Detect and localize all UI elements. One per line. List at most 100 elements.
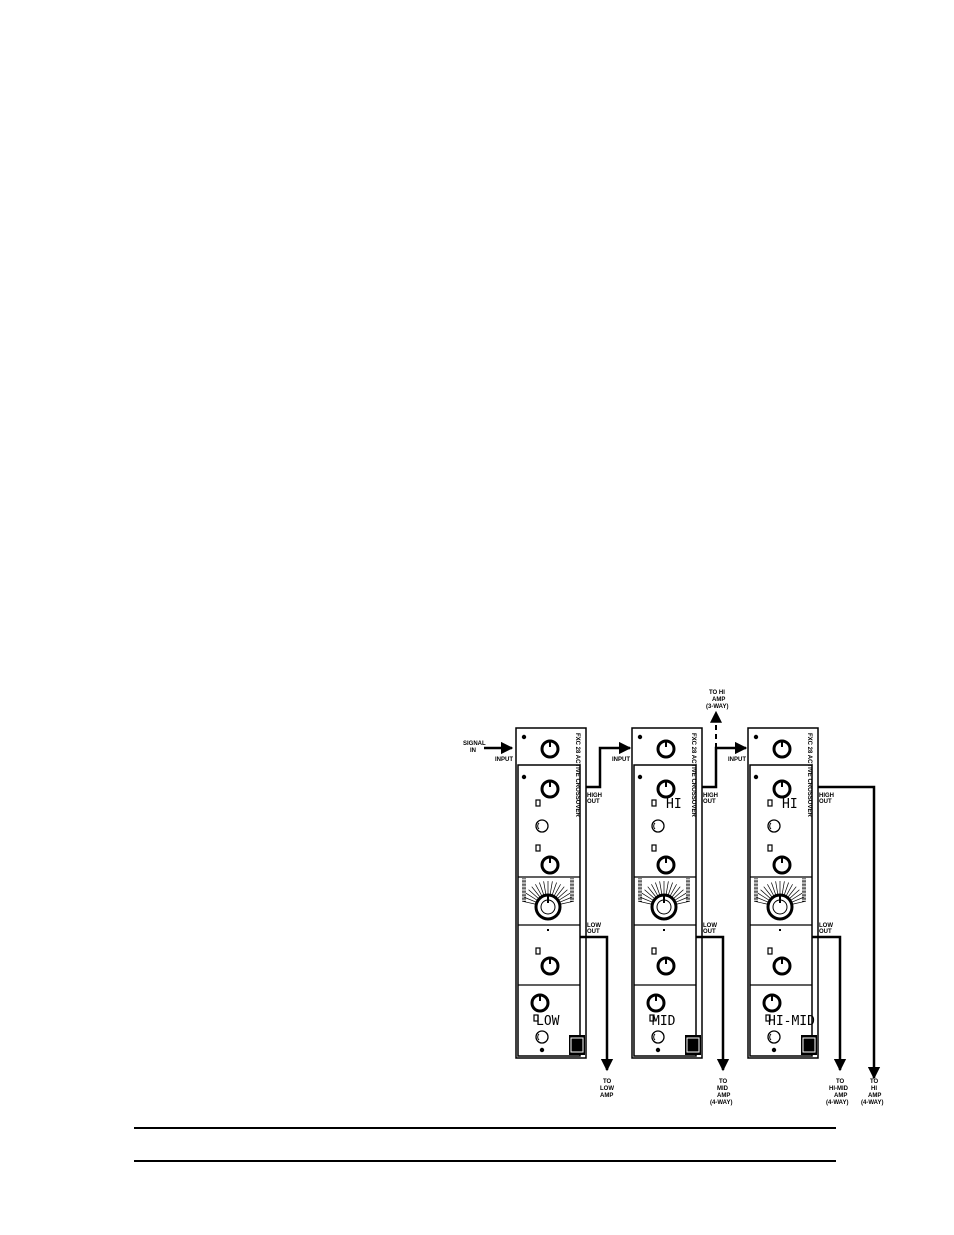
svg-text:TO: TO [836, 1079, 845, 1085]
low-phase-switch [535, 947, 541, 955]
high-phase-switch [767, 799, 773, 807]
mount-screw [771, 1047, 777, 1053]
input-gain-knob [656, 739, 676, 759]
low-phase-switch [651, 947, 657, 955]
model-name: FXC 28 ACTIVE CROSSOVER [574, 733, 580, 817]
svg-text:AMP: AMP [717, 1093, 730, 1099]
model-name: FXC 28 ACTIVE CROSSOVER [806, 733, 812, 817]
low-out-label-2: OUT [819, 929, 832, 935]
high-out-label: HIGH [703, 793, 718, 799]
high-mute-switch [535, 844, 541, 852]
unit3-high-out-wire [818, 785, 881, 1080]
high-mute-switch [767, 844, 773, 852]
brand-badge [569, 1035, 585, 1055]
svg-text:AMP: AMP [868, 1093, 881, 1099]
svg-text:LOW: LOW [600, 1086, 614, 1092]
low-gain-knob [772, 956, 792, 976]
low-mute-switch [765, 1014, 771, 1022]
mount-screw [539, 1047, 545, 1053]
svg-text:MID: MID [717, 1086, 729, 1092]
mount-screw [637, 734, 643, 740]
high-out-label-2: OUT [703, 799, 716, 805]
low-out-label-2: OUT [587, 929, 600, 935]
low-out-label: LOW [587, 923, 601, 929]
mount-screw [521, 734, 527, 740]
unit2-low-out-wire [696, 935, 730, 1072]
svg-text:TO: TO [603, 1079, 612, 1085]
input-label-2: INPUT [612, 757, 630, 763]
svg-text:TO HI: TO HI [709, 690, 725, 696]
to-hi-mid-amp-label: TO HI-MID AMP (4-WAY) [826, 1079, 849, 1106]
to-hi-amp-4way-label: TO HI AMP (4-WAY) [861, 1079, 883, 1106]
input-label-3: INPUT [728, 757, 746, 763]
bottom-rule [134, 1160, 836, 1162]
to-low-amp-label: TO LOW AMP [600, 1079, 614, 1099]
high-phase-switch [651, 799, 657, 807]
input-gain-knob [540, 739, 560, 759]
low-level-knob [646, 993, 666, 1013]
input-gain-knob [772, 739, 792, 759]
indicator-led [753, 774, 759, 780]
signal-in-label: SIGNAL IN [463, 741, 486, 754]
unit3-low-out-wire [812, 935, 847, 1072]
to-hi-amp-3way-label: TO HI AMP (3-WAY) [706, 690, 728, 710]
svg-text:AMP: AMP [834, 1093, 847, 1099]
high-out-label: HIGH [819, 793, 834, 799]
frequency-dial [754, 878, 806, 931]
svg-text:(4-WAY): (4-WAY) [826, 1100, 848, 1106]
high-to-input-wire-2 [702, 741, 748, 789]
svg-text:TO: TO [870, 1079, 879, 1085]
low-trim-knob [535, 1030, 549, 1044]
high-out-label-2: OUT [819, 799, 832, 805]
input-label-1: INPUT [495, 757, 513, 763]
svg-text:IN: IN [470, 748, 476, 754]
band-label: HI-MID [768, 1014, 815, 1029]
low-gain-knob [540, 956, 560, 976]
high-level-knob [772, 779, 792, 799]
frequency-dial [522, 878, 574, 931]
high-gain-knob [772, 855, 792, 875]
high-out-label: HIGH [587, 793, 602, 799]
high-gain-knob [540, 855, 560, 875]
low-level-knob [762, 993, 782, 1013]
low-level-knob [530, 993, 550, 1013]
high-trim-knob [767, 819, 781, 833]
brand-badge [801, 1035, 817, 1055]
svg-text:AMP: AMP [712, 697, 725, 703]
high-level-knob [656, 779, 676, 799]
high-gain-knob [656, 855, 676, 875]
high-out-label-2: OUT [587, 799, 600, 805]
low-out-label-2: OUT [703, 929, 716, 935]
low-gain-knob [656, 956, 676, 976]
mount-screw [655, 1047, 661, 1053]
low-out-label: LOW [703, 923, 717, 929]
high-level-knob [540, 779, 560, 799]
svg-text:TO: TO [719, 1079, 728, 1085]
indicator-led [637, 774, 643, 780]
low-mute-switch [533, 1014, 539, 1022]
frequency-dial [638, 878, 690, 931]
band-label: MID [652, 1014, 676, 1029]
band-label: LOW [536, 1014, 560, 1029]
svg-text:(4-WAY): (4-WAY) [861, 1100, 883, 1106]
low-trim-knob [767, 1030, 781, 1044]
high-trim-knob [535, 819, 549, 833]
top-band-label: HI [666, 797, 682, 812]
high-phase-switch [535, 799, 541, 807]
low-trim-knob [651, 1030, 665, 1044]
high-trim-knob [651, 819, 665, 833]
indicator-led [521, 774, 527, 780]
to-mid-amp-label: TO MID AMP (4-WAY) [710, 1079, 732, 1106]
svg-text:(4-WAY): (4-WAY) [710, 1100, 732, 1106]
svg-text:AMP: AMP [600, 1093, 613, 1099]
high-mute-switch [651, 844, 657, 852]
svg-text:HI-MID: HI-MID [829, 1086, 849, 1092]
svg-text:HI: HI [871, 1086, 877, 1092]
top-rule [134, 1127, 836, 1129]
model-name: FXC 28 ACTIVE CROSSOVER [690, 733, 696, 817]
low-mute-switch [649, 1014, 655, 1022]
